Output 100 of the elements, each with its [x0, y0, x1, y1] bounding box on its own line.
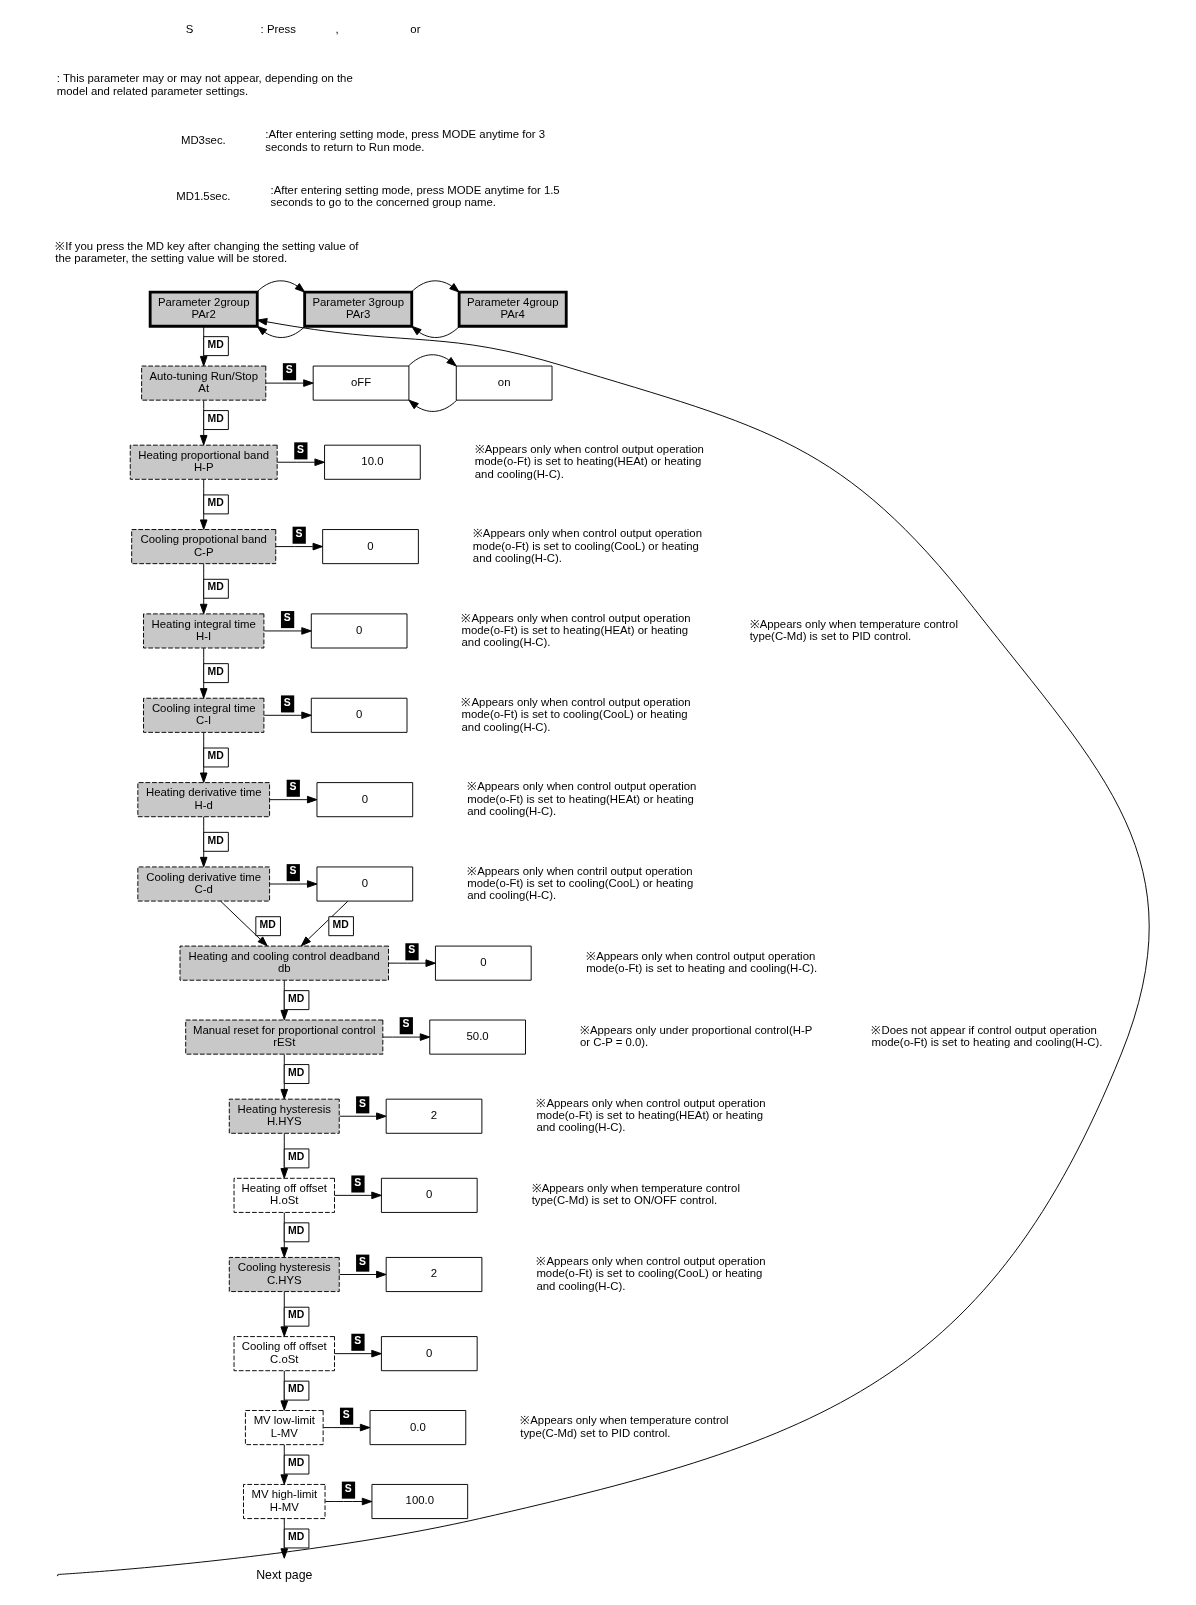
- arrow: [279, 979, 288, 1021]
- arrow: [199, 647, 207, 699]
- arrow: [268, 880, 317, 888]
- node-box: Auto-tuning Run/Stop At: [140, 365, 266, 401]
- label: ※Does not appear if control output operation mode(o-Ft) is set to heating and cooling(H-C).: [870, 1023, 1103, 1049]
- edge-label: S: [296, 443, 304, 455]
- edge-label: S: [358, 1255, 366, 1267]
- label: ※If you press the MD key after changing the setting value of the parameter, the setting value will be stored.: [54, 240, 358, 265]
- node-box: Parameter 3group PAr3: [302, 290, 413, 328]
- node-box: 0: [321, 529, 419, 565]
- arrow: [300, 900, 348, 947]
- arrow: [279, 1518, 288, 1559]
- edge-label: S: [285, 364, 293, 376]
- node-box: Heating integral time H-I: [142, 613, 264, 649]
- arrow: [56, 318, 1150, 1575]
- edge-label: MD: [287, 1151, 304, 1163]
- node-box: 50.0: [428, 1019, 526, 1055]
- label: ※Appears only when control output operation mode(o-Ft) is set to heating and cooling(H-C).: [585, 949, 817, 975]
- node-box: Parameter 2group PAr2: [148, 290, 259, 328]
- edge-label: MD: [259, 918, 276, 930]
- label: ※Appears only under proportional control(H-P or C-P = 0.0).: [579, 1023, 812, 1049]
- edge-label: MD: [287, 1457, 304, 1469]
- label: ※Appears only when control output operation mode(o-Ft) is set to heating(HEAt) or heating and cooling(H-C).: [466, 780, 696, 817]
- node-box: Heating proportional band H-P: [129, 444, 278, 480]
- arrow: [276, 458, 325, 467]
- arrow: [274, 542, 323, 551]
- label: ※Appears only when temperature control type(C-Md) set to PID control.: [519, 1414, 729, 1439]
- label: ※Appears only when control output operation mode(o-Ft) is set to heating(HEAt) or heating and cooling(H-C).: [535, 1096, 766, 1134]
- edge-label: S: [294, 527, 302, 539]
- arrow: [199, 563, 207, 615]
- label: ※Appears only when temperature control type(C-Md) is set to PID control.: [749, 617, 958, 643]
- node-box: MV high-limit H-MV: [242, 1483, 325, 1520]
- edge-label: S: [283, 696, 291, 708]
- node-box: 0.0: [369, 1410, 466, 1446]
- edge-label: S: [344, 1482, 352, 1494]
- edge-label: MD: [207, 412, 224, 424]
- arrow: [407, 354, 457, 367]
- node-box: Manual reset for proportional control rESt: [184, 1019, 383, 1055]
- node-box: Cooling propotional band C-P: [130, 529, 276, 565]
- arrow: [199, 326, 207, 367]
- arrow: [338, 1112, 387, 1120]
- arrow: [256, 325, 306, 338]
- edge-label: MD: [207, 497, 224, 509]
- node-box: 0: [380, 1336, 478, 1372]
- node-box: Cooling derivative time C-d: [136, 866, 270, 902]
- label: ※Appears only when control output operation mode(o-Ft) is set to cooling(CooL) or heating and cooling(H-C).: [535, 1255, 766, 1292]
- arrow: [279, 1212, 288, 1258]
- arrow: [407, 399, 457, 412]
- edge-label: MD: [207, 581, 224, 593]
- arrow: [199, 479, 207, 530]
- label: S: [185, 22, 193, 35]
- node-box: oFF: [312, 365, 409, 401]
- node-box: 0: [310, 613, 407, 649]
- edge-label: MD: [287, 1383, 304, 1395]
- edge-label: S: [288, 865, 296, 877]
- label: : This parameter may or may not appear, depending on the model and related parameter settings.: [56, 72, 353, 97]
- node-box: Heating and cooling control deadband db: [179, 945, 389, 981]
- arrow: [410, 280, 460, 293]
- label: :After entering setting mode, press MODE anytime for 1.5 seconds to go to the concerned group name.: [270, 184, 560, 209]
- node-box: Cooling hysteresis C.HYS: [228, 1256, 340, 1293]
- arrow: [333, 1349, 382, 1358]
- node-box: 100.0: [370, 1483, 468, 1520]
- node-box: Heating derivative time H-d: [136, 782, 270, 818]
- label: ※Appears only when control output operation mode(o-Ft) is set to cooling(CooL) or heating and cooling(H-C).: [472, 527, 702, 564]
- arrow: [387, 959, 436, 967]
- label: ※Appears only when temperature control type(C-Md) is set to ON/OFF control.: [531, 1182, 740, 1207]
- label: ※Appears only when control output operation mode(o-Ft) is set to heating(HEAt) or heating and cooling(H-C).: [461, 611, 691, 649]
- label: or: [409, 22, 420, 35]
- node-box: Cooling integral time C-I: [142, 697, 264, 733]
- edge-label: MD: [207, 338, 224, 350]
- arrow: [255, 280, 305, 293]
- arrow: [219, 900, 268, 947]
- arrow: [263, 711, 312, 720]
- edge-label: MD: [207, 665, 224, 677]
- node-box: on: [455, 365, 552, 401]
- edge-label: S: [402, 1018, 409, 1030]
- edge-label: S: [283, 612, 291, 624]
- label: :After entering setting mode, press MODE anytime for 3 seconds to return to Run mode.: [264, 128, 545, 153]
- arrow: [279, 1291, 288, 1337]
- edge-label: MD: [287, 1225, 304, 1237]
- node-box: Heating hysteresis H.HYS: [228, 1098, 340, 1134]
- edge-label: MD: [332, 918, 349, 930]
- node-box: 0: [380, 1177, 478, 1213]
- arrow: [268, 795, 317, 804]
- label: ※Appears only when control output operation mode(o-Ft) is set to heating(HEAt) or heating and cooling(H-C).: [474, 442, 704, 480]
- arrow: [324, 1497, 372, 1506]
- label: ,: [334, 22, 339, 35]
- label: : Press: [260, 22, 296, 35]
- label: MD3sec.: [180, 134, 226, 147]
- node-box: 0: [434, 945, 532, 981]
- arrow: [279, 1370, 288, 1411]
- edge-label: S: [353, 1334, 361, 1346]
- arrow: [279, 1133, 288, 1179]
- edge-label: S: [342, 1408, 350, 1420]
- node-box: 2: [385, 1098, 482, 1134]
- arrow: [279, 1053, 288, 1100]
- edge-label: S: [358, 1097, 366, 1109]
- arrow: [199, 732, 207, 783]
- label: ※Appears only when contril output operation mode(o-Ft) is set to cooling(CooL) or heating and cooling(H-C).: [466, 864, 693, 902]
- arrow: [264, 379, 314, 387]
